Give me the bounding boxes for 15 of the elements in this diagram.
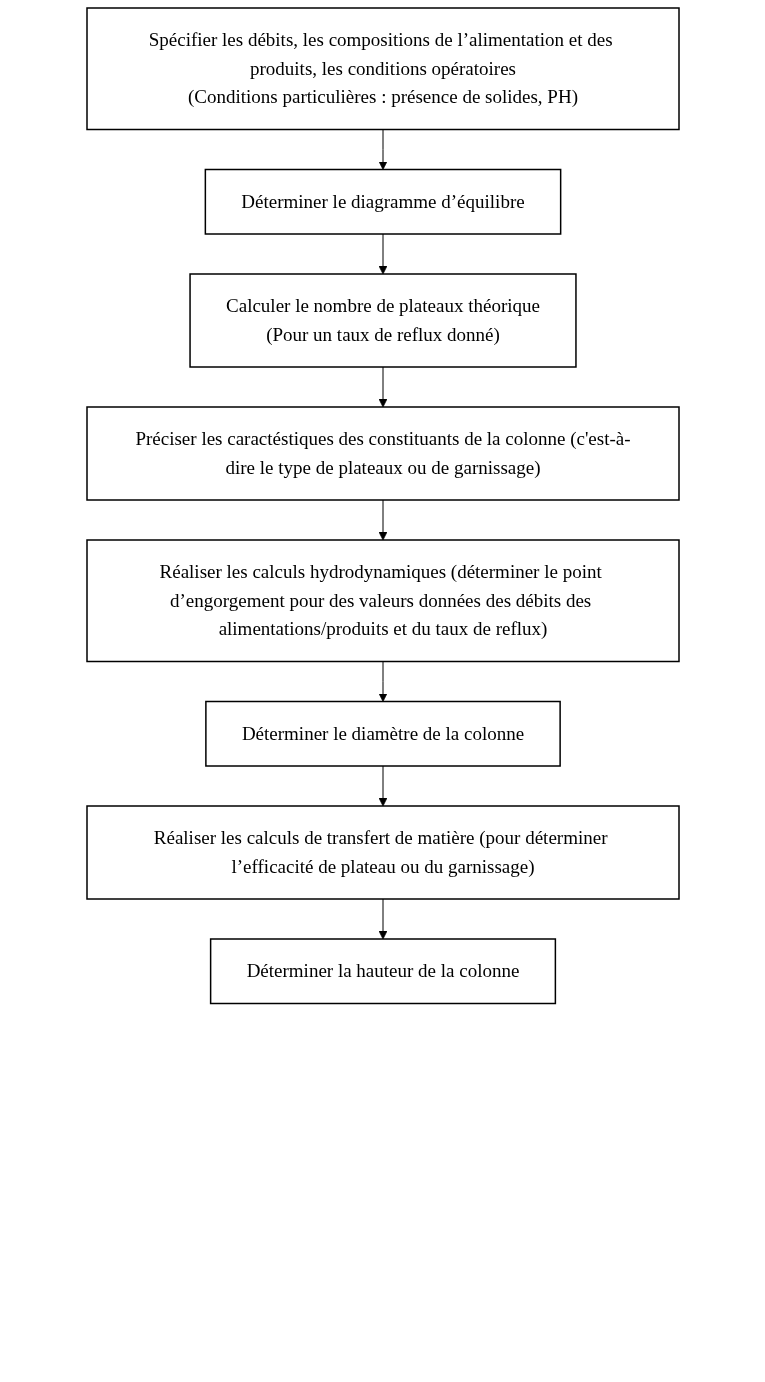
arrow xyxy=(378,499,387,541)
node-box: Préciser les caractéstiques des constituants de la colonne (c'est-à-dire le type de plateaux ou de garnissage) xyxy=(85,406,680,501)
node-box: Spécifier les débits, les compositions de l’alimentation et des produits, les conditions opératoires (Conditions particulières : présence de solides, PH) xyxy=(85,7,680,131)
node-box: Déterminer la hauteur de la colonne xyxy=(209,938,556,1005)
node-box: Déterminer le diamètre de la colonne xyxy=(204,700,561,767)
arrow xyxy=(378,898,387,940)
arrow xyxy=(378,233,387,275)
node-box: Réaliser les calculs de transfert de matière (pour déterminer l’efficacité de plateau ou du garnissage) xyxy=(85,805,680,900)
node-box: Calculer le nombre de plateaux théorique (Pour un taux de reflux donné) xyxy=(188,273,577,368)
arrow xyxy=(378,366,387,408)
arrow xyxy=(378,765,387,807)
arrow xyxy=(378,661,387,702)
arrow xyxy=(378,129,387,170)
node-box: Déterminer le diagramme d’équilibre xyxy=(204,168,561,235)
node-box: Réaliser les calculs hydrodynamiques (déterminer le point d’engorgement pour des valeurs données des débits des alimentations/produits et du taux de reflux) xyxy=(85,539,680,663)
